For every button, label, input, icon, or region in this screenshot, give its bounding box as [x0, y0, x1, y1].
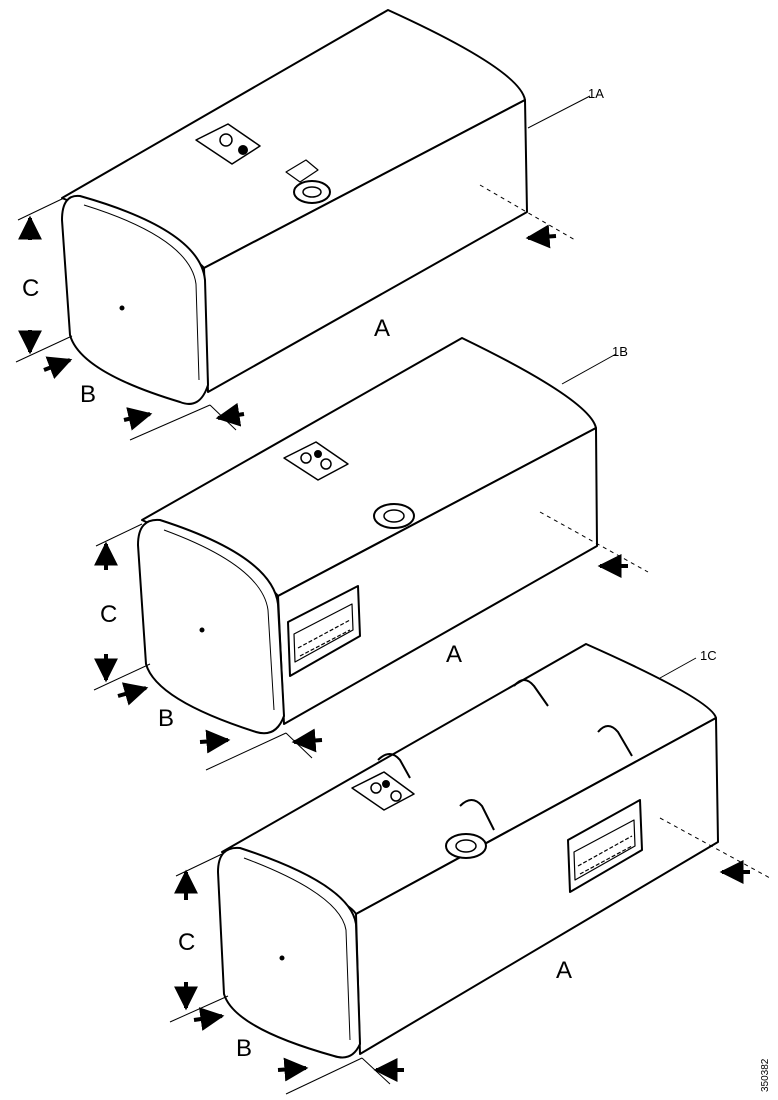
tank-1b-callout: 1B: [612, 344, 628, 359]
tank-1a-front-face: [61, 194, 209, 405]
tank-1a-label-b: B: [80, 381, 96, 408]
tank-1c-strap-front-left: [377, 753, 411, 779]
tank-1b-dimension-lines: [93, 353, 649, 771]
tank-1b-label-c: C: [100, 601, 117, 628]
tank-1b-label-a: A: [446, 641, 462, 668]
tank-1c-strap-front-right: [459, 799, 495, 831]
tank-1c-label-c: C: [178, 929, 195, 956]
tank-1c: [217, 643, 719, 1059]
tank-1c-strap-rear: [513, 679, 549, 707]
tank-1a-callout: 1A: [588, 86, 604, 101]
tank-1b-label-b: B: [158, 705, 174, 732]
tank-1a-dimension-lines: [15, 95, 591, 441]
tank-1b: [137, 337, 598, 735]
tank-1c-dimension-lines: [169, 657, 771, 1095]
tank-1a-label-c: C: [22, 275, 39, 302]
tank-1a-label-a: A: [374, 315, 390, 342]
tank-1b-sensor-flange: [283, 441, 349, 481]
tank-1a: [61, 9, 528, 405]
tank-1c-callout: 1C: [700, 648, 717, 663]
tank-1c-label-a: A: [556, 957, 572, 984]
tank-1c-label-b: B: [236, 1035, 252, 1062]
figure-code: 350382: [760, 1058, 771, 1092]
tank-1c-front-face: [217, 846, 361, 1059]
tank-1c-strap-mid: [597, 725, 633, 757]
tank-1b-front-face: [137, 518, 285, 735]
